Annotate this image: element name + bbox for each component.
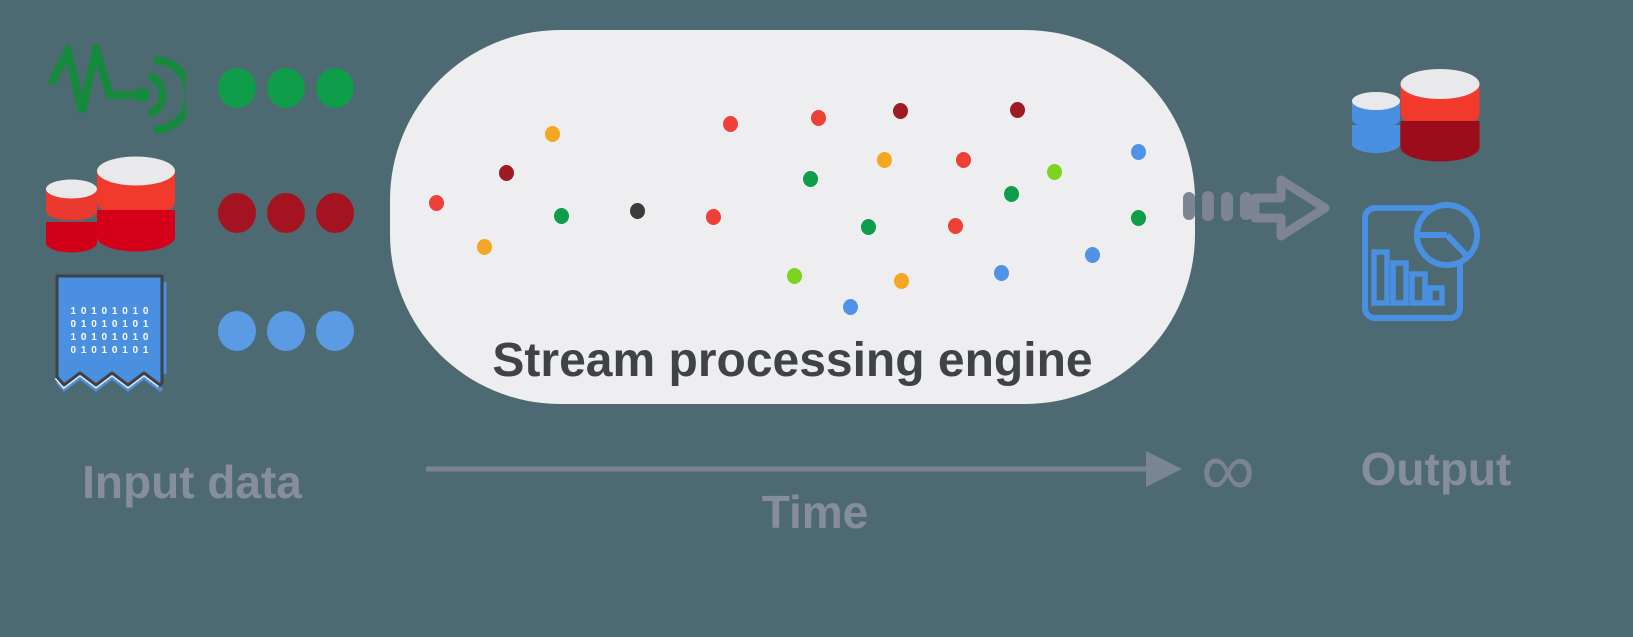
stream-event-dot <box>498 164 514 181</box>
stream-engine-box <box>390 30 1195 404</box>
input-event-dot <box>218 311 256 351</box>
stream-event-dot <box>1003 185 1019 202</box>
input-event-dot <box>316 68 354 108</box>
stream-event-dot <box>810 109 826 126</box>
binary-line: 0 1 0 1 0 1 0 1 <box>70 319 150 330</box>
stream-event-dot <box>722 115 738 132</box>
input-event-dot <box>316 311 354 351</box>
stream-event-dot <box>428 194 444 211</box>
input-event-dot <box>267 193 305 233</box>
input-event-dot <box>316 193 354 233</box>
stream-event-dot <box>1130 143 1146 160</box>
stream-event-dot <box>705 208 721 225</box>
input-event-dot <box>218 68 256 108</box>
stream-event-dot <box>786 267 802 284</box>
stream-event-dot <box>892 102 908 119</box>
input-data-label: Input data <box>82 456 302 508</box>
binary-line: 0 1 0 1 0 1 0 1 <box>70 345 150 356</box>
stream-event-dot <box>476 238 492 255</box>
stream-event-dot <box>993 264 1009 281</box>
input-dot-row-binary-document <box>218 311 354 351</box>
stream-event-dot <box>893 272 909 289</box>
stream-event-dot <box>553 207 569 224</box>
input-event-dot <box>267 311 305 351</box>
output-database-icon <box>1352 69 1480 162</box>
input-event-dot <box>218 193 256 233</box>
binary-line: 1 0 1 0 1 0 1 0 <box>70 306 150 317</box>
stream-event-dot <box>629 202 645 219</box>
stream-event-dot <box>1009 101 1025 118</box>
time-label: Time <box>761 486 869 538</box>
output-label: Output <box>1360 443 1512 495</box>
stream-event-dot <box>947 217 963 234</box>
stream-event-dot <box>955 151 971 168</box>
time-axis-arrow <box>426 451 1182 487</box>
stream-event-dot <box>544 125 560 142</box>
binary-code-text: 1 0 1 0 1 0 1 0 0 1 0 1 0 1 0 1 1 0 1 0 … <box>60 305 160 357</box>
stream-event-dot <box>1084 246 1100 263</box>
binary-document-icon <box>54 274 167 393</box>
binary-line: 1 0 1 0 1 0 1 0 <box>70 332 150 343</box>
stream-event-dot <box>842 298 858 315</box>
input-dot-row-sensor-signal <box>218 68 354 108</box>
stream-event-dot <box>1046 163 1062 180</box>
sensor-signal-icon <box>47 44 186 134</box>
report-chart-icon <box>1362 202 1480 321</box>
output-flow-arrow-icon <box>1183 175 1330 241</box>
stream-event-dot <box>860 218 876 235</box>
stream-event-dot <box>876 151 892 168</box>
input-event-dot <box>267 68 305 108</box>
engine-title: Stream processing engine <box>492 334 1093 387</box>
database-icon <box>46 156 175 253</box>
stream-event-dot <box>1130 209 1146 226</box>
infinity-symbol: ∞ <box>1200 427 1256 512</box>
input-dot-row-database <box>218 193 354 233</box>
stream-event-dot <box>802 170 818 187</box>
